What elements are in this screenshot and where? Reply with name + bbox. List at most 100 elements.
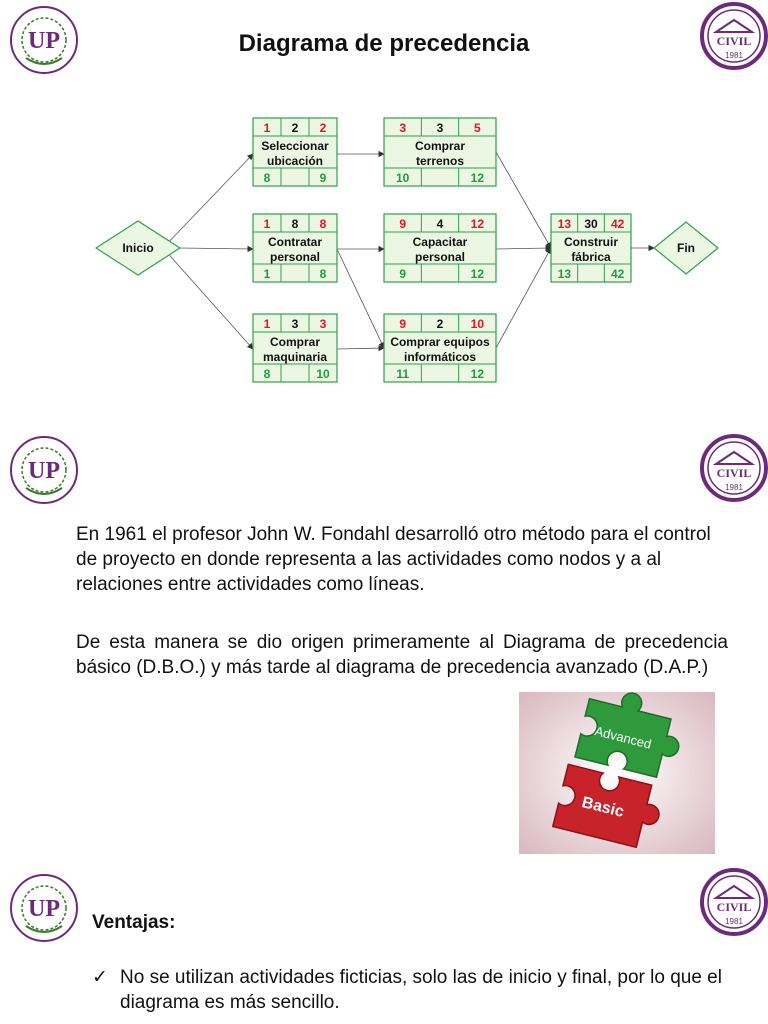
dependency-arrow	[495, 151, 552, 249]
early-start: 3	[399, 121, 406, 135]
activity-label-line: fábrica	[571, 250, 611, 264]
early-start: 1	[264, 217, 271, 231]
activity-label-line: personal	[270, 250, 320, 264]
activity-label-line: personal	[415, 250, 465, 264]
end-node: Fin	[653, 221, 719, 275]
start-node: Inicio	[94, 220, 182, 276]
activity-box	[252, 117, 338, 187]
activity-label-line: Comprar	[415, 139, 465, 153]
early-start: 1	[264, 317, 271, 331]
late-finish: 8	[320, 267, 327, 281]
end-node-shape	[653, 221, 719, 275]
late-start: 13	[558, 267, 572, 281]
university-logo: UP	[10, 6, 78, 74]
slide-title: Diagrama de precedencia	[238, 30, 530, 57]
late-finish: 9	[320, 171, 327, 185]
end-node-label: Fin	[677, 241, 695, 255]
late-start: 9	[399, 267, 406, 281]
late-start: 8	[264, 171, 271, 185]
civil-logo-year: 1981	[725, 51, 743, 60]
ventajas-heading: Ventajas:	[92, 912, 176, 933]
dependency-arrow	[336, 344, 385, 352]
dependency-arrow	[179, 245, 254, 253]
activity-label-line: ubicación	[267, 154, 323, 168]
dependency-arrow	[495, 247, 552, 349]
checkmark-icon: ✓	[92, 967, 108, 988]
late-finish: 10	[316, 367, 330, 381]
puzzle-image: Advanced Basic	[519, 692, 715, 854]
activity-label-line: Contratar	[268, 235, 322, 249]
civil-logo-year: 1981	[725, 483, 743, 492]
university-logo: UP	[10, 436, 78, 504]
duration: 2	[437, 317, 444, 331]
early-finish: 5	[474, 121, 481, 135]
civil-logo-text: CIVIL	[717, 466, 752, 480]
slide-diagram: UP CIVIL 1981 Diagrama de precedencia In…	[0, 0, 768, 400]
late-finish: 12	[471, 267, 485, 281]
civil-logo: CIVIL 1981	[700, 868, 768, 936]
start-node-label: Inicio	[122, 241, 153, 255]
duration: 8	[292, 217, 299, 231]
activity-label-line: Construir	[564, 235, 618, 249]
civil-logo-text: CIVIL	[717, 34, 752, 48]
late-finish: 42	[611, 267, 625, 281]
dependency-arrow	[162, 247, 254, 350]
duration: 4	[437, 217, 444, 231]
civil-logo-text: CIVIL	[717, 900, 752, 914]
late-finish: 12	[471, 367, 485, 381]
intro-paragraph-2: De esta manera se dio origen primerament…	[76, 632, 728, 678]
early-finish: 3	[320, 317, 327, 331]
late-start: 11	[396, 367, 409, 381]
activity-box	[383, 313, 497, 383]
civil-logo-year: 1981	[725, 917, 743, 926]
civil-logo: CIVIL 1981	[700, 434, 768, 502]
duration: 30	[584, 217, 598, 231]
svg-text:UP: UP	[28, 28, 60, 54]
dependency-arrow	[336, 248, 385, 349]
activity-box	[550, 213, 632, 283]
university-logo: UP	[10, 874, 78, 942]
activity-label-line: Seleccionar	[261, 139, 329, 153]
early-start: 9	[399, 217, 406, 231]
ventajas-bullet-text: No se utilizan actividades ficticias, so…	[120, 967, 722, 1013]
start-node-shape	[94, 220, 182, 276]
activity-label-line: terrenos	[416, 154, 464, 168]
activity-box	[252, 213, 338, 283]
intro-paragraph-1: En 1961 el profesor John W. Fondahl desa…	[76, 524, 711, 595]
early-finish: 8	[320, 217, 327, 231]
duration: 3	[292, 317, 299, 331]
early-start: 1	[264, 121, 271, 135]
activity-box	[383, 117, 497, 187]
activity-label-line: Comprar equipos	[390, 335, 490, 349]
activity-label-line: informáticos	[404, 350, 476, 364]
civil-logo: CIVIL 1981	[700, 2, 768, 70]
early-start: 9	[399, 317, 406, 331]
early-finish: 12	[471, 217, 485, 231]
late-start: 1	[264, 267, 271, 281]
activity-label-line: Capacitar	[413, 235, 468, 249]
dependency-arrow	[495, 244, 552, 252]
duration: 3	[437, 121, 444, 135]
dependency-arrow	[162, 153, 254, 249]
early-start: 13	[558, 217, 572, 231]
duration: 2	[292, 121, 299, 135]
slide-intro: UP CIVIL 1981 En 1961 el profesor John W…	[10, 434, 768, 854]
activity-label-line: maquinaria	[263, 350, 327, 364]
early-finish: 42	[611, 217, 625, 231]
activity-box	[252, 313, 338, 383]
activity-label-line: Comprar	[270, 335, 320, 349]
svg-text:UP: UP	[28, 458, 60, 484]
activity-box	[383, 213, 497, 283]
late-finish: 12	[471, 171, 485, 185]
late-start: 10	[396, 171, 410, 185]
late-start: 8	[264, 367, 271, 381]
